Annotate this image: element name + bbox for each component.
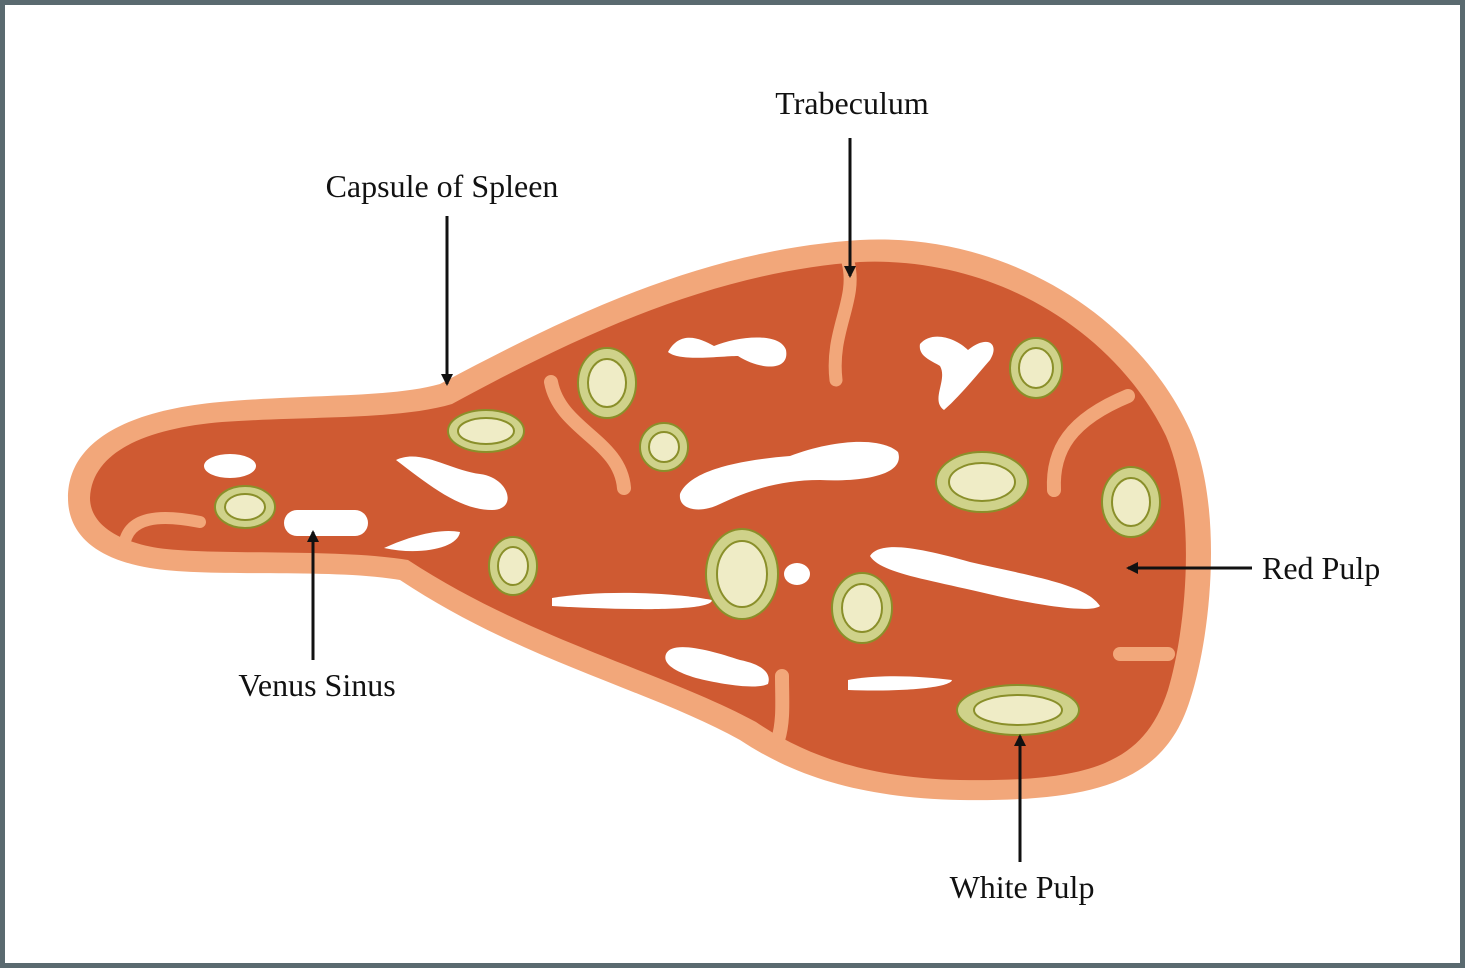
white-pulp-nodule [936, 452, 1028, 512]
white-pulp-nodule [489, 537, 537, 595]
white-pulp-nodule [448, 410, 524, 452]
label-red-pulp: Red Pulp [1262, 550, 1380, 586]
white-pulp-nodule [1102, 467, 1160, 537]
white-pulp-nodule [706, 529, 778, 619]
white-pulp-nodule [215, 486, 275, 528]
white-pulp-nodule [832, 573, 892, 643]
sinus [284, 510, 368, 536]
label-capsule-of-spleen: Capsule of Spleen [326, 168, 559, 204]
label-white-pulp: White Pulp [950, 869, 1095, 905]
sinus [784, 563, 810, 585]
white-pulp-nodule [578, 348, 636, 418]
white-pulp-nodule [640, 423, 688, 471]
sinus [204, 454, 256, 478]
white-pulp-nodule [957, 685, 1079, 735]
label-venus-sinus: Venus Sinus [238, 667, 395, 703]
label-trabeculum: Trabeculum [775, 85, 929, 121]
trabecula [778, 676, 782, 740]
white-pulp-nodule [1010, 338, 1062, 398]
